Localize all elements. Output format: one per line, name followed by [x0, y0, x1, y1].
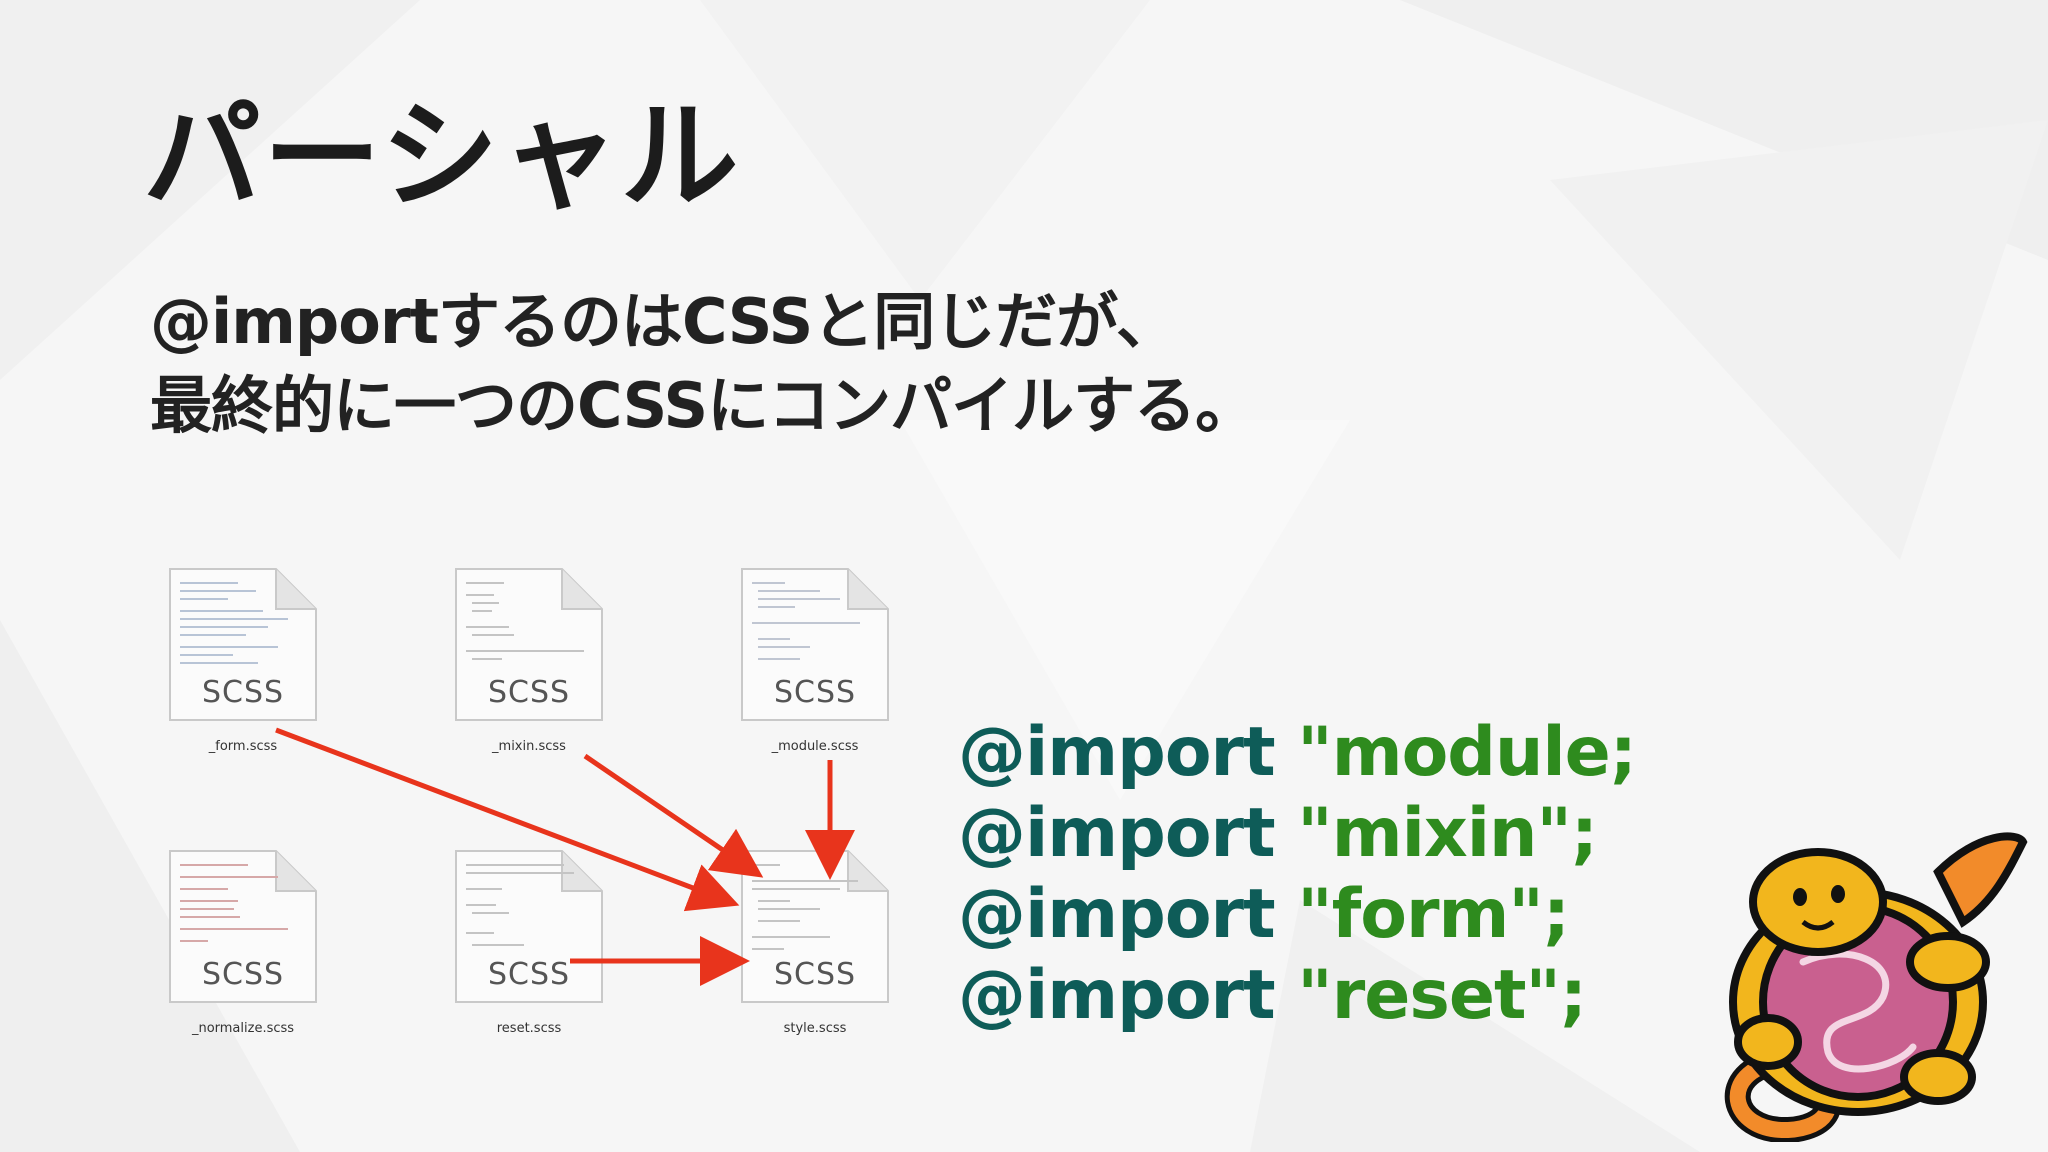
file-badge: SCSS: [487, 675, 571, 710]
file-badge: SCSS: [487, 957, 571, 992]
file-badge: SCSS: [201, 675, 285, 710]
file-badge: SCSS: [773, 675, 857, 710]
slide-subtitle: @importするのはCSSと同じだが、 最終的に一つのCSSにコンパイルする。: [150, 280, 1257, 448]
import-value: "mixin";: [1297, 794, 1598, 873]
scss-file-icon: [741, 850, 889, 1003]
file-style[interactable]: SCSS style.scss: [740, 849, 890, 1036]
import-value: "form";: [1297, 875, 1570, 954]
scss-file-icon: [169, 568, 317, 721]
slide-title: パーシャル: [143, 87, 741, 225]
file-name: reset.scss: [496, 1021, 562, 1036]
file-mixin[interactable]: SCSS _mixin.scss: [454, 567, 604, 754]
subtitle-line-1: @importするのはCSSと同じだが、: [150, 285, 1178, 358]
import-line-form: @import "form";: [958, 874, 1636, 955]
file-normalize[interactable]: SCSS _normalize.scss: [168, 849, 318, 1036]
file-name: _mixin.scss: [492, 739, 566, 754]
import-keyword: @import: [958, 875, 1298, 954]
import-value: "reset";: [1297, 956, 1587, 1035]
scss-file-icon: [741, 568, 889, 721]
import-line-mixin: @import "mixin";: [958, 793, 1636, 874]
file-form[interactable]: SCSS _form.scss: [168, 567, 318, 754]
import-keyword: @import: [958, 794, 1298, 873]
import-value: "module;: [1297, 713, 1637, 792]
subtitle-line-2: 最終的に一つのCSSにコンパイルする。: [150, 369, 1257, 442]
import-keyword: @import: [958, 956, 1298, 1035]
file-name: _normalize.scss: [191, 1021, 295, 1036]
file-badge: SCSS: [773, 957, 857, 992]
import-list: @import "module; @import "mixin"; @impor…: [958, 712, 1637, 1036]
file-module[interactable]: SCSS _module.scss: [740, 567, 890, 754]
file-name: _module.scss: [771, 739, 859, 754]
file-name: _form.scss: [208, 739, 278, 754]
file-badge: SCSS: [201, 957, 285, 992]
wapuu-mascot-icon: [1724, 832, 2028, 1142]
file-name: style.scss: [783, 1021, 847, 1036]
import-keyword: @import: [958, 713, 1298, 792]
file-reset[interactable]: SCSS reset.scss: [454, 849, 604, 1036]
import-line-reset: @import "reset";: [958, 955, 1636, 1036]
scss-file-icon: [455, 568, 603, 721]
import-line-module: @import "module;: [958, 712, 1637, 793]
